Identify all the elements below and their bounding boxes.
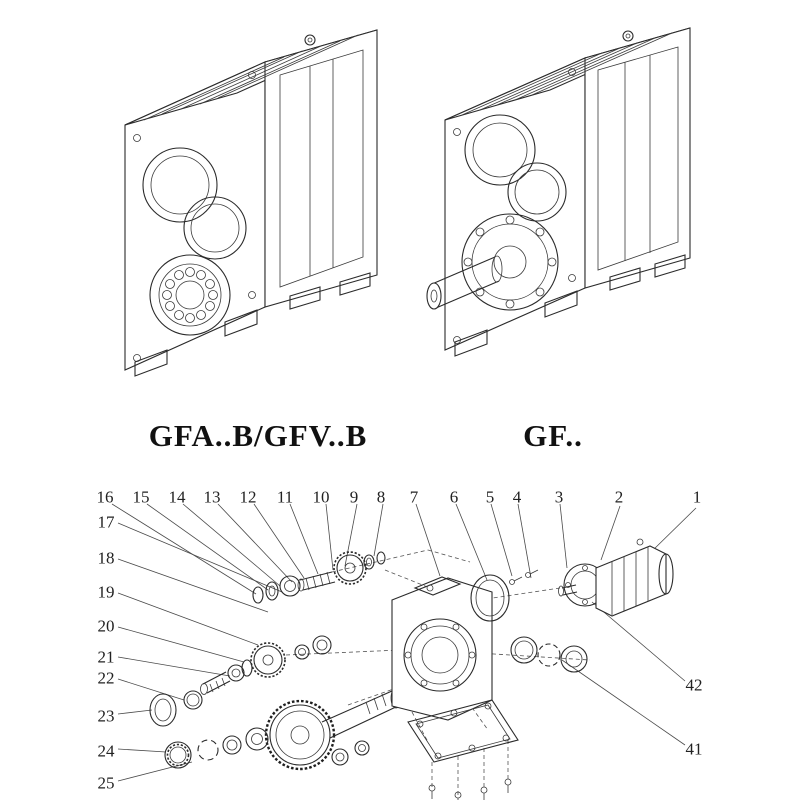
- pinion-gear: [334, 552, 366, 584]
- side-frame: [280, 50, 363, 287]
- seal-ring: [184, 691, 202, 709]
- callout-part-23: 23: [97, 706, 115, 726]
- spline-hatch: [210, 678, 225, 692]
- output-flange: [462, 214, 558, 310]
- cooling-fins: [462, 33, 672, 115]
- callout-part-10: 10: [312, 487, 330, 507]
- side-frame: [598, 47, 678, 270]
- callout-part-12: 12: [239, 487, 257, 507]
- shim-ring: [471, 575, 509, 621]
- output-shaft: [427, 256, 502, 309]
- callout-part-25: 25: [97, 773, 115, 793]
- callout-part-22: 22: [97, 668, 115, 688]
- gearbox-drawing-left: [125, 30, 377, 376]
- bearing: [165, 742, 191, 768]
- spacer-ring: [355, 741, 369, 755]
- retaining-ring: [253, 587, 263, 603]
- bearing: [228, 665, 244, 681]
- output-gear: [266, 701, 334, 769]
- callout-part-7: 7: [409, 487, 419, 507]
- flange-bolt-holes: [405, 624, 475, 686]
- callout-part-42: 42: [685, 675, 703, 695]
- cooling-fins: [144, 35, 358, 120]
- spline-hatch: [366, 694, 386, 714]
- motor-end-cap: [659, 554, 673, 594]
- spline-hatch: [306, 572, 330, 590]
- callout-part-8: 8: [376, 487, 386, 507]
- leader-lines: [112, 504, 696, 781]
- gasket-bolt-holes: [417, 703, 509, 759]
- output-gear-assembly: [266, 688, 401, 769]
- callout-part-13: 13: [203, 487, 221, 507]
- upper-bore-2: [184, 197, 246, 259]
- callout-part-15: 15: [132, 487, 150, 507]
- upper-bore-1: [465, 115, 535, 185]
- callout-part-3: 3: [554, 487, 564, 507]
- callout-part-16: 16: [96, 487, 114, 507]
- lower-left-parts: [150, 691, 268, 768]
- bearing-ring: [511, 637, 537, 663]
- callout-part-24: 24: [97, 741, 115, 761]
- intermediate-gear-assembly: [201, 636, 332, 695]
- callout-part-6: 6: [449, 487, 459, 507]
- intermediate-gear: [251, 643, 285, 677]
- top-lug: [623, 31, 633, 41]
- callout-part-17: 17: [97, 512, 115, 532]
- callout-part-2: 2: [614, 487, 624, 507]
- washer: [364, 555, 374, 569]
- housing-flange: [404, 619, 476, 691]
- circlip: [538, 644, 560, 666]
- seal-ring: [561, 646, 587, 672]
- washer: [295, 645, 309, 659]
- exploded-parts-diagram: [112, 504, 696, 800]
- callout-part-41: 41: [685, 739, 703, 759]
- motor-fins: [612, 547, 648, 615]
- callout-part-19: 19: [97, 582, 115, 602]
- right-rings: [471, 570, 587, 672]
- model-caption-right: GF..: [523, 418, 583, 453]
- oil-seal: [246, 728, 268, 750]
- circlip: [198, 740, 218, 760]
- washer: [223, 736, 241, 754]
- gasket-bolts: [429, 779, 511, 800]
- callout-part-9: 9: [349, 487, 359, 507]
- upper-bore-1: [143, 148, 217, 222]
- top-lug: [305, 35, 315, 45]
- housing-exploded: [392, 577, 492, 720]
- motor-unit: [559, 539, 674, 616]
- callout-part-20: 20: [97, 616, 115, 636]
- bearing: [313, 636, 331, 654]
- end-cover: [150, 694, 176, 726]
- mounting-feet: [135, 273, 370, 376]
- output-bearing: [150, 255, 230, 335]
- bearing: [280, 576, 300, 596]
- input-shaft-assembly: [253, 552, 385, 603]
- washer: [266, 582, 278, 600]
- callout-part-21: 21: [97, 647, 115, 667]
- locknut: [377, 552, 385, 564]
- upper-bore-2: [508, 163, 566, 221]
- motor-body: [596, 546, 666, 616]
- bolts: [510, 570, 539, 585]
- housing-right-face: [265, 30, 377, 307]
- housing-right-face: [585, 28, 690, 288]
- washer: [332, 749, 348, 765]
- callout-part-4: 4: [512, 487, 522, 507]
- model-caption-left: GFA..B/GFV..B: [148, 418, 368, 453]
- callout-part-5: 5: [485, 487, 495, 507]
- gearbox-drawing-right: [427, 28, 690, 356]
- callout-part-1: 1: [692, 487, 702, 507]
- housing-bolts: [134, 72, 256, 362]
- callout-part-11: 11: [276, 487, 294, 507]
- gasket-plate: [408, 700, 518, 800]
- callout-part-18: 18: [97, 548, 115, 568]
- callout-part-14: 14: [168, 487, 186, 507]
- mounting-feet: [455, 255, 685, 356]
